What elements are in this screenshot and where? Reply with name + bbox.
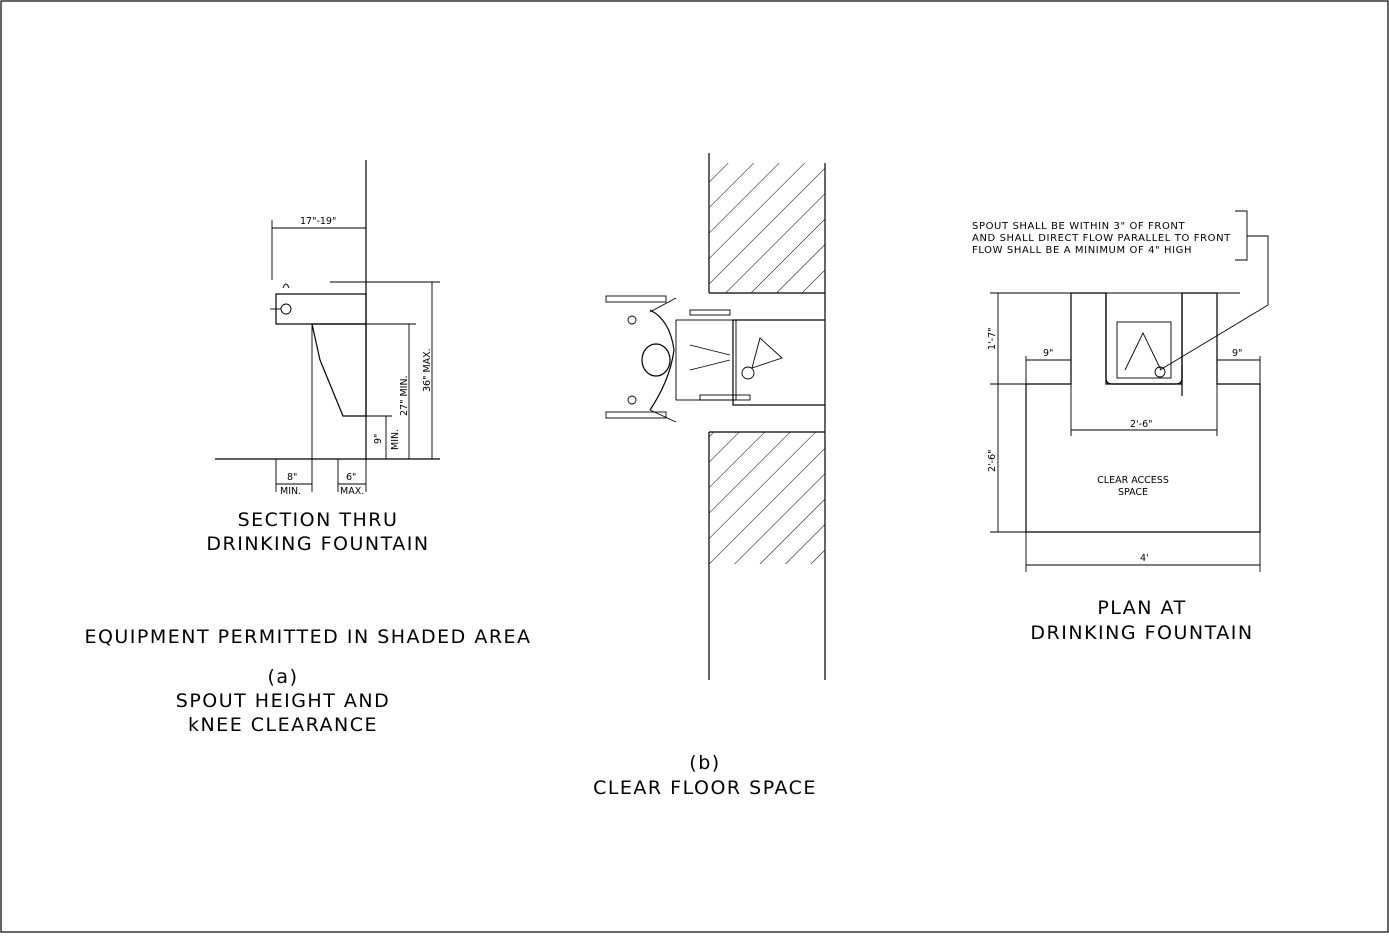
plan-title-2: DRINKING FOUNTAIN xyxy=(1030,622,1253,644)
dim-depth: 1'-7" xyxy=(987,328,998,351)
dim-total: 4' xyxy=(1140,553,1149,564)
fountain-body-shaded xyxy=(311,323,367,417)
label-a: (a) xyxy=(268,666,299,688)
wheelchair-user-icon xyxy=(605,295,751,423)
caption-b: CLEAR FLOOR SPACE xyxy=(593,777,817,799)
spout-icon xyxy=(270,283,292,315)
dim-toe-note: MIN. xyxy=(280,486,301,497)
wall-lower-shaded xyxy=(709,432,825,564)
area-label-1: CLEAR ACCESS xyxy=(1097,475,1169,486)
plan-title-1: PLAN AT xyxy=(1097,597,1186,619)
dim-knee-height: 27" MIN. xyxy=(399,375,410,416)
plan-note-2: AND SHALL DIRECT FLOW PARALLEL TO FRONT xyxy=(972,233,1231,244)
area-label-2: SPACE xyxy=(1118,487,1148,498)
fountain-plan xyxy=(732,319,826,406)
plan-note-3: FLOW SHALL BE A MINIMUM OF 4" HIGH xyxy=(972,245,1192,256)
dim-fountain-width: 17"-19" xyxy=(300,216,336,227)
wall-upper-shaded xyxy=(709,163,825,293)
equipment-note: EQUIPMENT PERMITTED IN SHADED AREA xyxy=(84,626,531,648)
caption-a-1: SPOUT HEIGHT AND xyxy=(176,690,390,712)
section-title-1: SECTION THRU xyxy=(238,509,399,531)
plan-note-1: SPOUT SHALL BE WITHIN 3" OF FRONT xyxy=(972,221,1186,232)
clear-floor-view xyxy=(605,153,826,680)
fountain-top xyxy=(275,293,367,325)
dim-left-offset: 9" xyxy=(1043,348,1053,359)
dim-width: 2'-6" xyxy=(1130,419,1153,430)
section-view: 17"-19" 8" MIN. 6" MAX. 9" MIN. 27" MIN.… xyxy=(206,160,440,555)
dim-toe: 8" xyxy=(287,472,297,483)
dim-spout-height: 36" MAX. xyxy=(422,348,433,392)
label-b: (b) xyxy=(689,752,720,774)
caption-a-2: kNEE CLEARANCE xyxy=(188,714,378,736)
dim-knee-low-note: MIN. xyxy=(390,429,401,450)
dim-right-offset: 9" xyxy=(1232,348,1242,359)
dim-knee-low: 9" xyxy=(373,434,384,444)
dim-apron-note: MAX. xyxy=(340,486,364,497)
section-title-2: DRINKING FOUNTAIN xyxy=(206,533,429,555)
dim-apron: 6" xyxy=(346,472,356,483)
dim-height: 2'-6" xyxy=(987,450,998,473)
plan-view: SPOUT SHALL BE WITHIN 3" OF FRONT AND SH… xyxy=(972,210,1269,644)
